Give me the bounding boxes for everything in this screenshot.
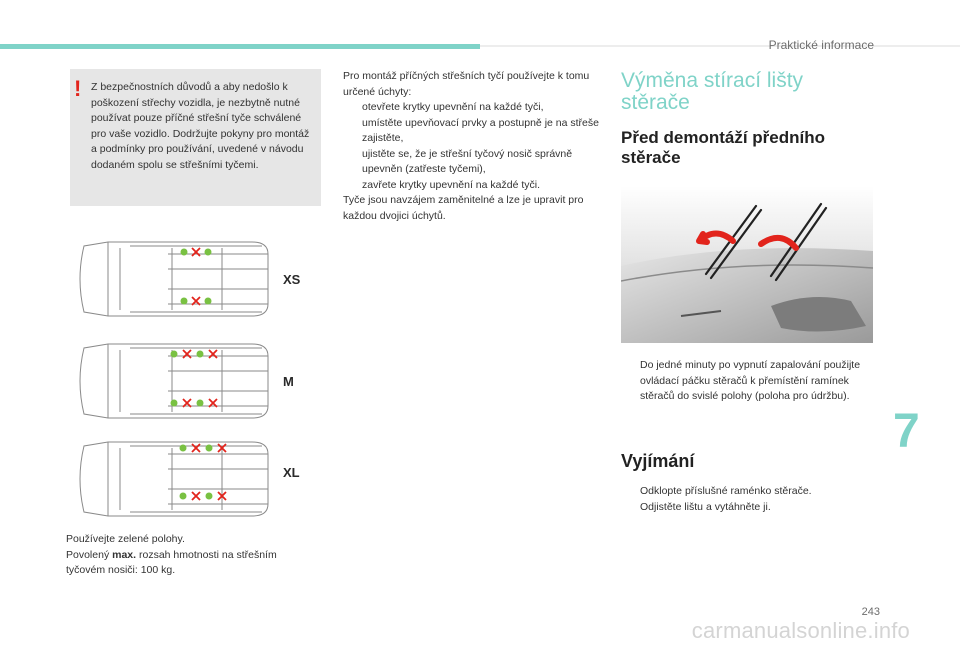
- warning-box: [70, 69, 321, 206]
- weight-note-line: Povolený max. rozsah hmotnosti na střešn…: [66, 548, 277, 561]
- chapter-number: 7: [893, 405, 920, 458]
- header-accent-bar: [0, 44, 480, 49]
- mounting-bullet: ujistěte se, že je střešní tyčový nosič …: [362, 147, 573, 176]
- wiper-illustration: [621, 186, 873, 343]
- mounting-instructions: Pro montáž příčných střešních tyčí použí…: [343, 69, 603, 224]
- chapter-heading: Výměna stírací lišty stěrače: [621, 69, 804, 114]
- warning-icon: !: [74, 76, 82, 101]
- van-size-label: XL: [283, 465, 300, 480]
- removal-bullet: Odklopte příslušné raménko stěrače.: [640, 485, 812, 497]
- before-removal-bullet: Do jedné minuty po vypnutí zapalování po…: [640, 359, 861, 402]
- van-size-label: XS: [283, 272, 301, 287]
- warning-text: Z bezpečnostních důvodů a aby nedošlo k …: [91, 81, 310, 171]
- page-number: 243: [861, 606, 880, 618]
- weight-note-line: tyčovém nosiči: 100 kg.: [66, 564, 176, 576]
- mounting-bullet: otevřete krytky upevnění na každé tyči,: [362, 101, 544, 113]
- removal-heading: Vyjímání: [621, 451, 695, 471]
- van-diagram-m: [79, 343, 269, 419]
- before-removal-step: Do jedné minuty po vypnutí zapalování po…: [621, 358, 861, 405]
- mounting-outro: Tyče jsou navzájem zaměnitelné a lze je …: [343, 194, 584, 222]
- watermark: carmanualsonline.info: [691, 618, 910, 643]
- mounting-bullet: zavřete krytky upevnění na každé tyči.: [362, 178, 541, 191]
- removal-bullet: Odjistěte lištu a vytáhněte ji.: [640, 500, 771, 513]
- van-diagram-xs: [79, 241, 269, 317]
- removal-steps: Odklopte příslušné raménko stěrače. Odji…: [621, 484, 861, 515]
- mounting-bullet: umístěte upevňovací prvky a postupně je …: [362, 116, 599, 145]
- section-title: Praktické informace: [768, 38, 874, 52]
- header-rule: [480, 45, 960, 47]
- weight-note-line: Používejte zelené polohy.: [66, 533, 185, 545]
- van-size-label: M: [283, 374, 294, 389]
- weight-note: Používejte zelené polohy. Povolený max. …: [66, 532, 326, 579]
- mounting-intro: Pro montáž příčných střešních tyčí použí…: [343, 70, 590, 98]
- van-diagram-xl: [79, 441, 269, 517]
- section-heading: Před demontáží předního stěrače: [621, 128, 826, 167]
